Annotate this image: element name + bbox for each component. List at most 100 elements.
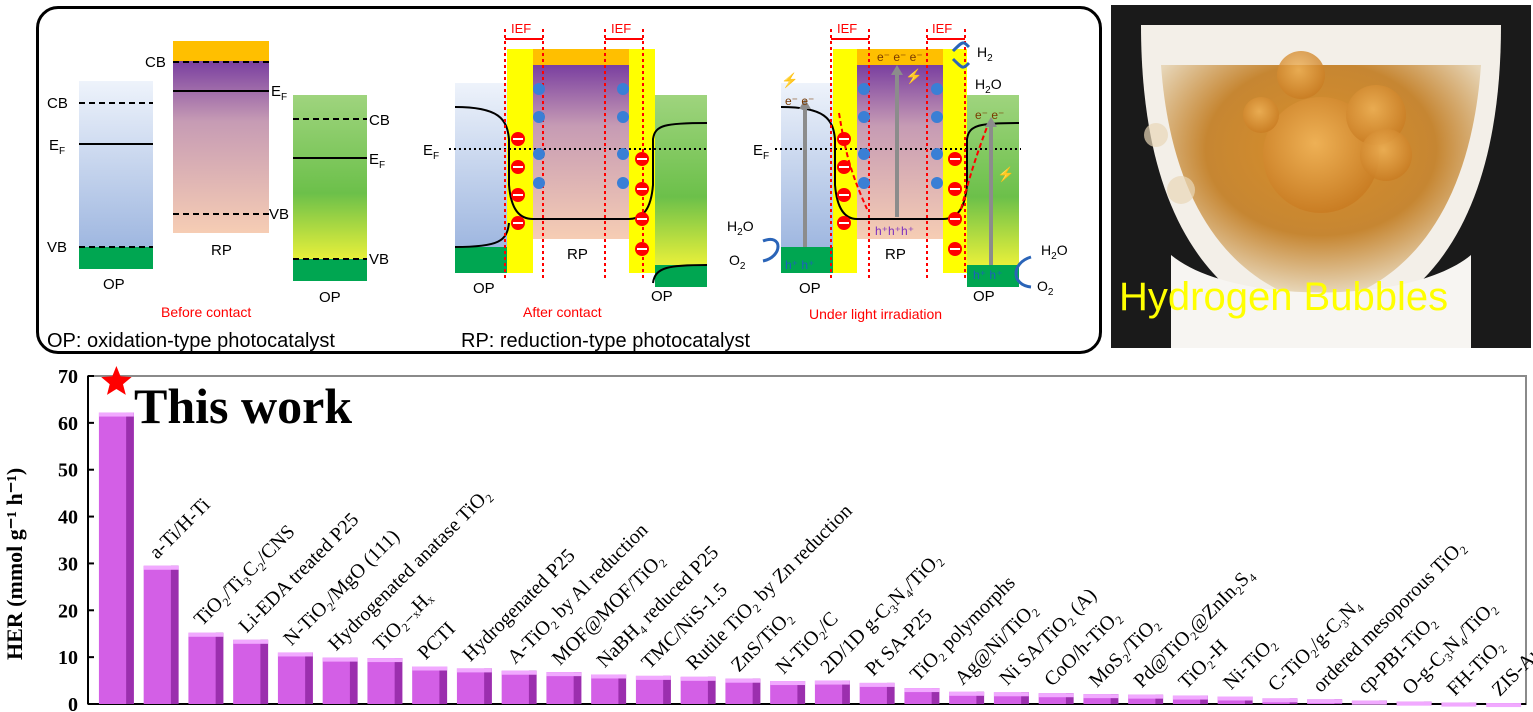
after-rp-label: RP [567, 246, 588, 263]
rp-ef-label: EF [271, 83, 287, 103]
ief-label-2: IEF [611, 21, 631, 36]
bar-shade [305, 652, 313, 704]
bar-shade [886, 682, 895, 704]
electrons-op: e⁻ e⁻ [785, 94, 814, 108]
h2-label: H2 [977, 44, 993, 64]
after-op2-label: OP [651, 288, 673, 305]
h2o-label-left: H2O [727, 218, 754, 238]
y-tick-label: 30 [58, 553, 78, 575]
bubble [1167, 176, 1195, 204]
y-tick-label: 60 [58, 413, 78, 435]
bar [770, 681, 806, 704]
bar-shade [170, 565, 179, 704]
op2-label: OP [319, 289, 341, 306]
y-tick-label: 40 [58, 507, 78, 529]
holes-rp: h⁺h⁺h⁺ [875, 224, 914, 238]
rp-vb-label: VB [269, 206, 289, 223]
op-vb-label: VB [47, 239, 67, 256]
bar-label: PCTI [414, 618, 460, 664]
bar-top [1038, 693, 1074, 698]
bar-shade [1065, 693, 1074, 704]
bubble [1360, 129, 1412, 181]
bar-top [501, 670, 537, 675]
bar-top [770, 681, 806, 686]
bar-shade [1200, 695, 1208, 704]
light-op-label: OP [799, 280, 821, 297]
bar-top [1262, 698, 1298, 703]
op2-vb-label: VB [369, 251, 389, 268]
bar-top [277, 652, 313, 657]
rp-cb-label: CB [145, 54, 166, 71]
caption-after-contact: After contact [523, 304, 602, 320]
legend-op-definition: OP: oxidation-type photocatalyst [47, 330, 335, 352]
op-cb-label: CB [47, 95, 68, 112]
o2-label-left: O2 [729, 252, 746, 272]
after-ef-label: EF [423, 142, 439, 162]
light-rp-label: RP [885, 246, 906, 263]
bar-shade [394, 658, 403, 704]
bar-top [143, 565, 179, 570]
photo-caption: Hydrogen Bubbles [1119, 275, 1449, 319]
ief-label-4: IEF [932, 21, 952, 36]
photo-illustration [1111, 5, 1531, 348]
ief-label-3: IEF [837, 21, 857, 36]
electrons-op2: e⁻ e⁻ [975, 108, 1004, 122]
electrons-rp: e⁻ e⁻ e⁻ [877, 50, 923, 64]
bar-shade [1021, 692, 1029, 704]
bar-top [412, 666, 448, 671]
ief-label-1: IEF [511, 21, 531, 36]
bar-shade [573, 672, 582, 704]
light-bolt-icon: ⚡ [997, 166, 1014, 183]
bar-shade [260, 639, 269, 704]
chart-title: This work [134, 378, 353, 434]
bar [859, 682, 895, 704]
band-diagram: CB EF VB OP CB EF VB RP CB EF VB OP Befo… [47, 21, 1068, 352]
y-axis-label: HER (mmol g⁻¹ h⁻¹) [2, 467, 27, 660]
bar-shade [618, 674, 627, 704]
bar-shade [976, 691, 985, 704]
bar-top [904, 688, 940, 693]
bar-top [1217, 696, 1253, 701]
bar [993, 692, 1029, 704]
bar-shade [752, 678, 761, 704]
bar-top [1351, 700, 1387, 705]
legend-rp-definition: RP: reduction-type photocatalyst [461, 330, 750, 352]
op-ef-label: EF [49, 137, 65, 157]
bar [1128, 694, 1164, 704]
bar-top [680, 676, 716, 681]
bar-top [1486, 703, 1522, 708]
bar-chart-canvas: 010203040506070a-Ti/H-TiTiO₂/Ti₃C₂/CNSLi… [58, 366, 1533, 712]
bar-top [1172, 695, 1208, 700]
bar-shade [707, 676, 716, 704]
panel-after-contact: EF IEF IEF OP [423, 21, 709, 320]
after-op-label: OP [473, 280, 495, 297]
light-ef-label: EF [753, 142, 769, 162]
bar-shade [215, 632, 224, 704]
bubble [1144, 123, 1168, 147]
bar-top [1128, 694, 1164, 699]
h2o-label-top: H2O [975, 76, 1002, 96]
bar-top [591, 674, 627, 679]
bar-top [1307, 699, 1343, 704]
bar-top [98, 412, 134, 417]
op2-cb-label: CB [369, 112, 390, 129]
bar-shade [439, 666, 448, 704]
holes-op: h⁺ h⁺ [785, 258, 814, 272]
y-tick-label: 50 [58, 460, 78, 482]
light-op2-label: OP [973, 288, 995, 305]
bar-shade [1155, 694, 1164, 704]
light-bolt-icon: ⚡ [905, 68, 922, 85]
bar-top [993, 692, 1029, 697]
bar-shade [842, 680, 850, 704]
bar-top [814, 680, 850, 685]
charge-symbols-light [837, 83, 962, 256]
y-tick-label: 70 [58, 366, 78, 388]
bar [814, 680, 850, 704]
bar [1172, 695, 1208, 704]
y-tick-label: 10 [58, 647, 78, 669]
caption-before-contact: Before contact [161, 304, 251, 320]
rp-label: RP [211, 242, 232, 259]
bar-top [1441, 702, 1477, 707]
charge-symbols [511, 83, 649, 256]
bar-shade [126, 412, 134, 704]
